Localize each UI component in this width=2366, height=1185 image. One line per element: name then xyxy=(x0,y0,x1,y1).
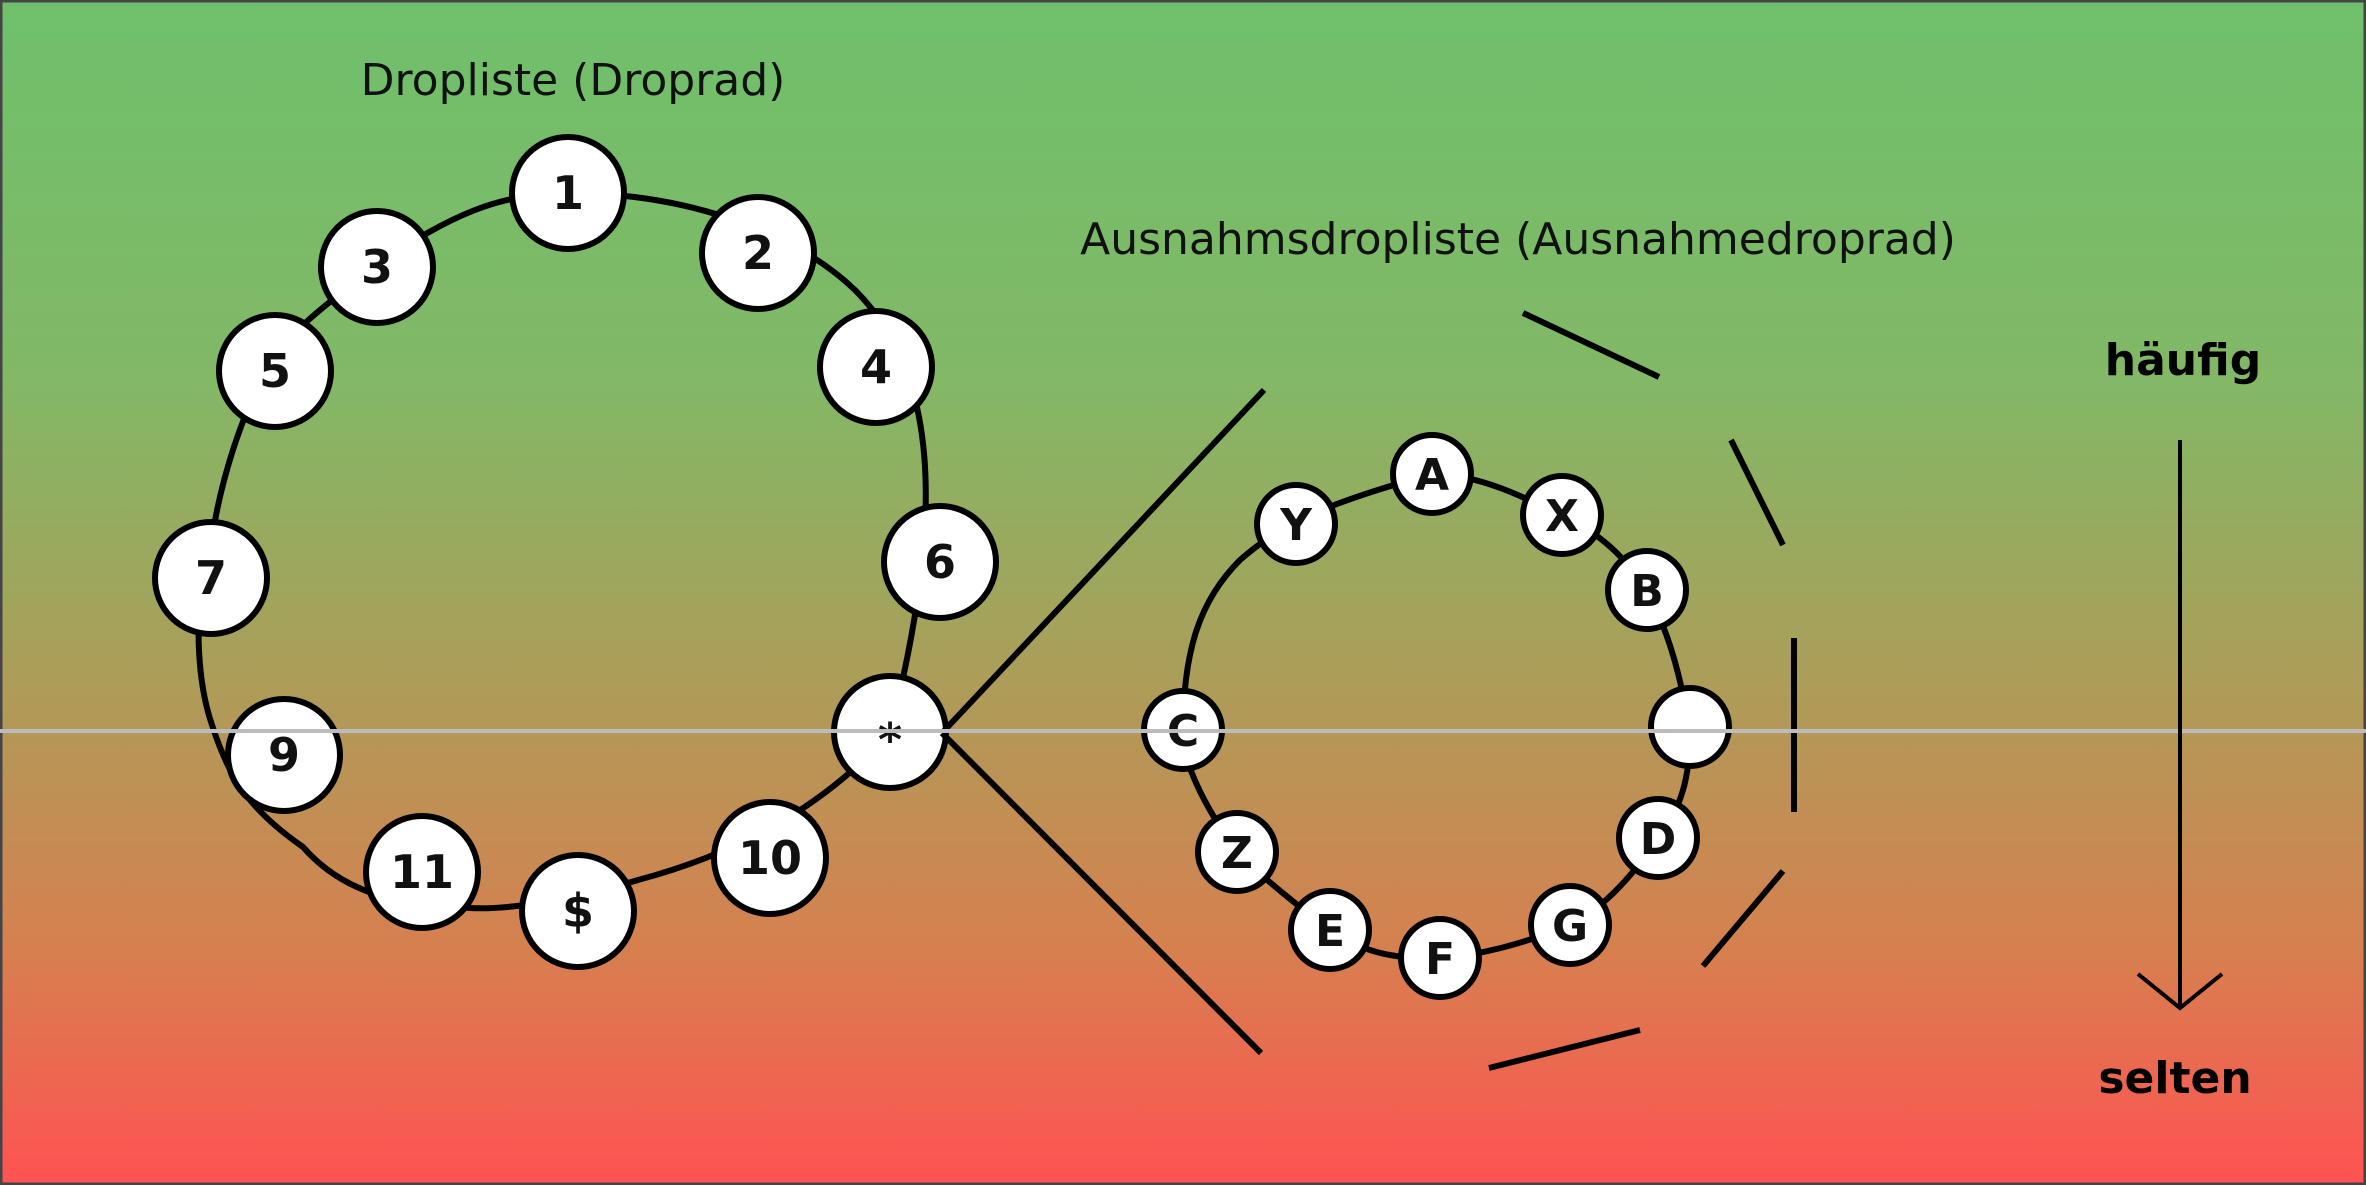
exception-wheel-node: Y xyxy=(1254,482,1338,566)
scale-arrow-head xyxy=(2136,972,2224,1011)
main-wheel-node-label: 1 xyxy=(552,166,584,220)
exception-wheel-node-circle xyxy=(1195,810,1279,894)
rare-label: selten xyxy=(2098,1053,2251,1104)
frequency-scale: häufig selten xyxy=(2098,335,2261,1104)
main-wheel-node-circle xyxy=(318,208,436,326)
exception-wheel-node-label: F xyxy=(1425,934,1455,985)
main-wheel-node: 11 xyxy=(363,813,481,931)
main-wheel-node: 9 xyxy=(225,696,343,814)
exception-wheel-node: B xyxy=(1605,548,1689,632)
main-wheel-node: 2 xyxy=(699,194,817,312)
exception-wheel-node: A xyxy=(1390,432,1474,516)
exception-wheel-node-label: G xyxy=(1552,901,1588,952)
main-wheel-node: 1 xyxy=(509,134,627,252)
outline-segment xyxy=(1728,438,1786,547)
exception-wheel-node: F xyxy=(1398,916,1482,1000)
exception-wheel-node-circle xyxy=(1616,796,1700,880)
frequent-label: häufig xyxy=(2105,335,2261,386)
main-wheel-node-circle xyxy=(225,696,343,814)
exception-wheel-node-circle xyxy=(1520,473,1604,557)
exception-wheel-node-label: A xyxy=(1415,450,1449,501)
main-wheel-node: 3 xyxy=(318,208,436,326)
exception-wheel-node-label: Y xyxy=(1279,500,1313,551)
main-wheel: 1 2 3 4 5 6 7 * 9 10 11 $ xyxy=(152,134,999,970)
zoom-line-upper xyxy=(939,387,1267,736)
main-wheel-node-label: 10 xyxy=(738,831,802,885)
main-wheel-node: 7 xyxy=(152,519,270,637)
exception-wheel-node: G xyxy=(1528,883,1612,967)
exception-wheel-node xyxy=(1648,685,1732,769)
exception-wheel-node: D xyxy=(1616,796,1700,880)
main-wheel-node: 4 xyxy=(817,308,935,426)
exception-wheel-node-circle xyxy=(1528,883,1612,967)
main-wheel-node: 5 xyxy=(216,312,334,430)
main-wheel-title: Dropliste (Droprad) xyxy=(361,55,786,106)
exception-wheel-node-circle xyxy=(1390,432,1474,516)
exception-wheel-node-label: B xyxy=(1630,566,1664,617)
exception-wheel-node-label: X xyxy=(1545,491,1579,542)
main-wheel-node: 6 xyxy=(881,503,999,621)
main-wheel-node-label: 11 xyxy=(390,845,454,899)
main-wheel-node-circle xyxy=(881,503,999,621)
exception-wheel-node-label: D xyxy=(1640,814,1677,865)
exception-wheel-node-circle xyxy=(1288,888,1372,972)
exception-wheel-node-circle xyxy=(1605,548,1689,632)
main-wheel-node-label: 9 xyxy=(268,728,300,782)
outline-segment xyxy=(1700,869,1786,968)
main-wheel-node-label: * xyxy=(878,713,902,767)
exception-wheel-node-label: Z xyxy=(1221,828,1253,879)
exception-wheel-node-label: E xyxy=(1315,906,1345,957)
exception-wheel-outline xyxy=(1488,310,1797,1071)
main-wheel-node-circle xyxy=(509,134,627,252)
exception-wheel-node-circle xyxy=(1254,482,1338,566)
exception-wheel-title: Ausnahmsdropliste (Ausnahmedroprad) xyxy=(1080,214,1956,265)
outline-segment xyxy=(1488,1027,1641,1071)
main-wheel-node: 10 xyxy=(711,799,829,917)
exception-wheel-node: Z xyxy=(1195,810,1279,894)
main-wheel-node-label: 6 xyxy=(924,535,956,589)
zoom-line-lower xyxy=(939,730,1264,1056)
main-wheel-node-circle xyxy=(216,312,334,430)
main-wheel-node: $ xyxy=(519,852,637,970)
main-wheel-node-label: 2 xyxy=(742,226,774,280)
main-wheel-node-label: 3 xyxy=(361,240,393,294)
exception-wheel-node: X xyxy=(1520,473,1604,557)
main-wheel-node-label: 5 xyxy=(259,344,291,398)
main-wheel-node-circle xyxy=(699,194,817,312)
outline-segment xyxy=(1521,310,1661,380)
main-wheel-node-circle xyxy=(817,308,935,426)
main-wheel-node-circle xyxy=(363,813,481,931)
exception-wheel-node-circle xyxy=(1648,685,1732,769)
main-wheel-node-circle xyxy=(519,852,637,970)
main-wheel-node-circle xyxy=(152,519,270,637)
exception-wheel-node-circle xyxy=(1398,916,1482,1000)
main-wheel-node-circle xyxy=(711,799,829,917)
main-wheel-node-label: $ xyxy=(562,884,594,938)
main-wheel-node-label: 4 xyxy=(860,340,892,394)
main-wheel-node-label: 7 xyxy=(195,551,227,605)
exception-wheel-node: E xyxy=(1288,888,1372,972)
